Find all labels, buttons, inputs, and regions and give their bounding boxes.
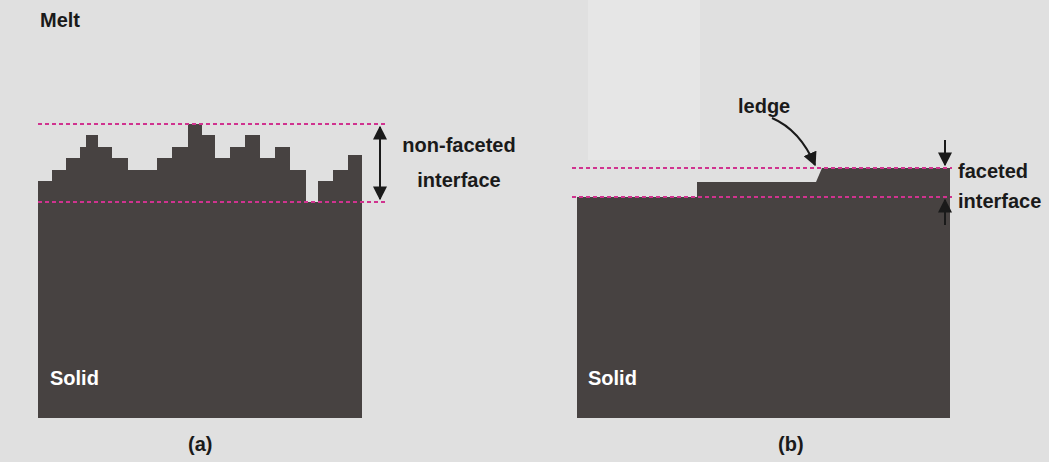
leader-line	[772, 118, 815, 165]
phase-label: Solid	[50, 366, 99, 390]
dashed-limit	[572, 167, 952, 169]
solid-faceted	[577, 168, 950, 418]
panel-label: (a)	[188, 432, 212, 456]
ledge-label: ledge	[738, 94, 790, 118]
interface-label: non-faceted interface	[384, 128, 534, 198]
light-band	[588, 0, 700, 160]
panel-label: (b)	[778, 432, 804, 456]
height-arrow	[944, 140, 946, 165]
height-arrow	[379, 127, 381, 199]
height-arrow	[944, 200, 946, 225]
phase-label: Solid	[588, 366, 637, 390]
interface-label: faceted interface	[958, 156, 1046, 216]
solid-nonfaceted	[38, 124, 362, 418]
dashed-limit	[572, 196, 952, 198]
dashed-limit	[38, 201, 388, 203]
region-label: Melt	[40, 8, 80, 32]
dashed-limit	[38, 123, 388, 125]
